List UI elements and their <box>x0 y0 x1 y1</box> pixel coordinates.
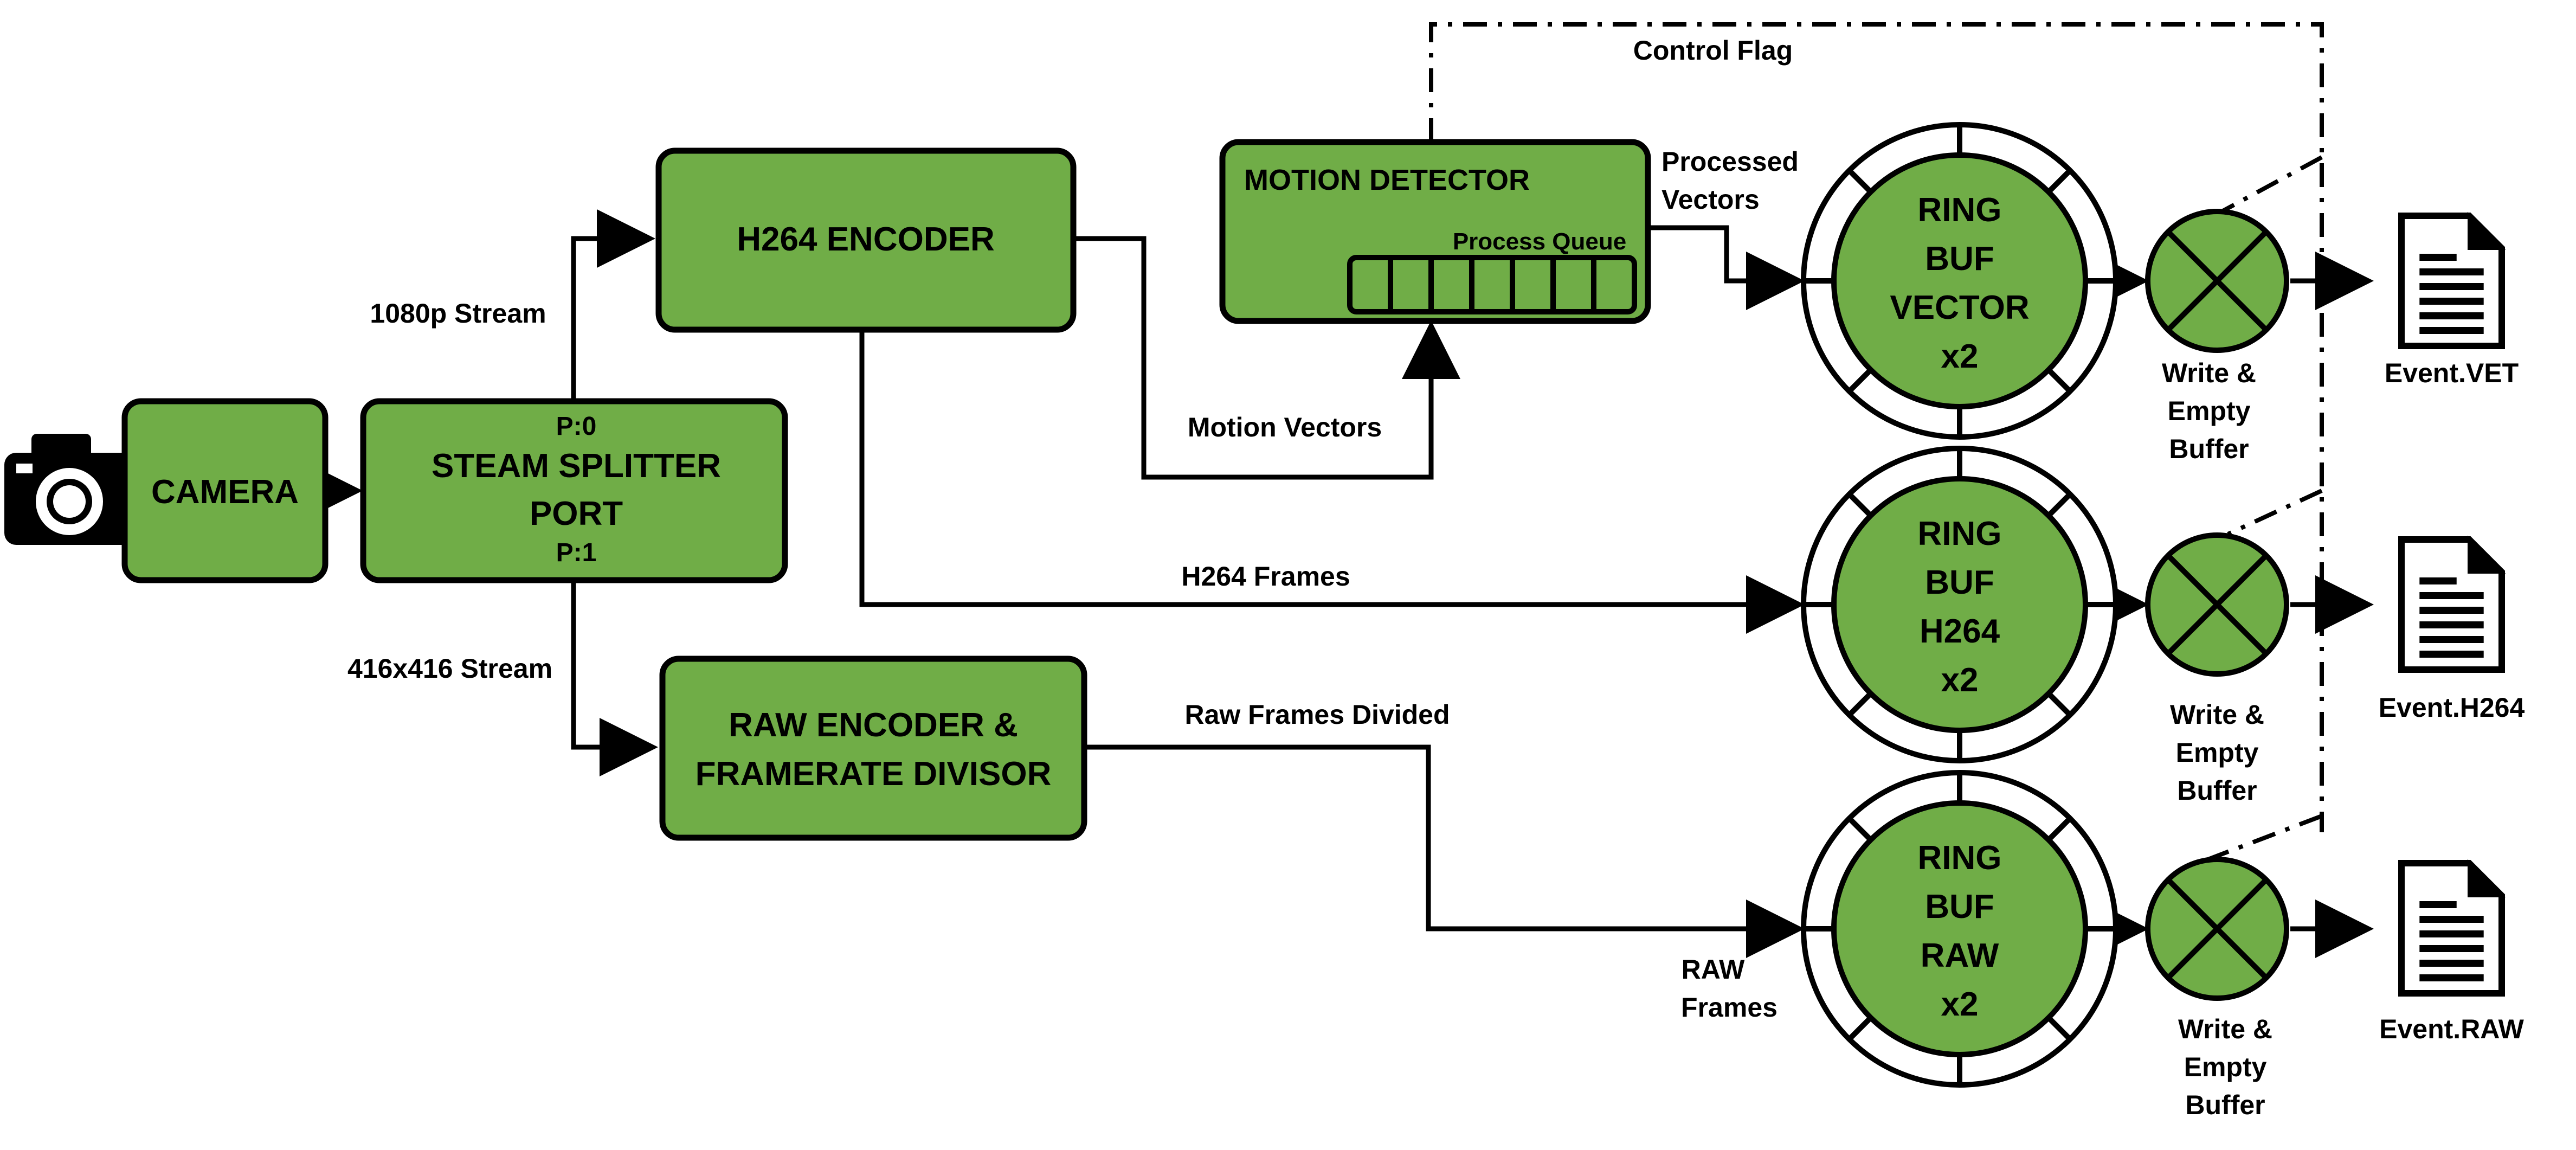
control-flag-line-top <box>1429 22 2324 832</box>
label-processed-vectors-line2: Vectors <box>1661 184 1760 215</box>
write-empty-label: Write & <box>2162 358 2256 388</box>
write-cross-line <box>2166 877 2269 980</box>
ring-buffer-text: H264 <box>1920 613 2000 650</box>
camera-label: CAMERA <box>151 473 299 511</box>
splitter-title-line1: STEAM SPLITTER <box>432 447 721 485</box>
label-416-stream: 416x416 Stream <box>347 653 552 684</box>
motion-detector-title: MOTION DETECTOR <box>1244 164 1530 196</box>
ring-segment-divider <box>2046 168 2072 194</box>
ring-buffer-text: x2 <box>1941 338 1979 375</box>
edge-motion-vectors <box>1071 236 1460 480</box>
splitter-title-line2: PORT <box>530 495 623 532</box>
process-queue <box>1347 255 1637 314</box>
label-raw-frames-divided: Raw Frames Divided <box>1184 699 1450 730</box>
write-empty-label: Buffer <box>2185 1090 2265 1120</box>
control-flag-label: Control Flag <box>1633 35 1793 66</box>
ring-buffer-text: BUF <box>1925 240 1994 278</box>
edge-splitter-h264 <box>571 209 655 401</box>
ring-buffer-text: BUF <box>1925 564 1994 601</box>
edge-raw-frames <box>1081 744 1805 958</box>
write-empty-label: Write & <box>2170 699 2264 730</box>
control-flag-lines <box>1429 22 2324 864</box>
write-empty-label: Buffer <box>2177 775 2257 806</box>
write-empty-label: Empty <box>2184 1052 2267 1082</box>
ring-buffer-text: BUF <box>1925 888 1994 926</box>
camera-icon <box>4 434 136 545</box>
ring-segment-divider <box>2046 492 2072 518</box>
ring-buffer-text: RING <box>1918 839 2002 877</box>
ring-buffer-0: RING BUF VECTOR x2 <box>1801 122 2118 440</box>
write-empty-label: Write & <box>2178 1014 2272 1044</box>
ring-buffer-text: RAW <box>1921 937 1999 974</box>
write-empty-label: Buffer <box>2169 434 2249 464</box>
output-file-label: Event.RAW <box>2379 1014 2525 1044</box>
h264-encoder-box: H264 ENCODER <box>655 147 1077 333</box>
ring-buffer-text: VECTOR <box>1890 289 2029 326</box>
control-flag-branch-h264 <box>2227 489 2323 536</box>
ring-segment-divider <box>1847 816 1873 842</box>
label-raw-frames-line2: Frames <box>1681 992 1778 1023</box>
ring-segment-divider <box>1847 1016 1873 1042</box>
h264-encoder-label: H264 ENCODER <box>737 221 994 258</box>
edge-splitter-raw <box>571 580 658 776</box>
label-h264-frames: H264 Frames <box>1181 561 1350 592</box>
camera-box: CAMERA <box>121 398 329 583</box>
ring-buffer-text: x2 <box>1941 986 1979 1023</box>
write-cross-line <box>2166 553 2269 656</box>
edge-processed-vectors <box>1645 225 1805 310</box>
edge-h264-frames <box>859 331 1805 634</box>
connectors <box>304 209 2374 958</box>
ring-segment-divider <box>1847 368 1873 394</box>
ring-segment-divider <box>2046 1016 2072 1042</box>
ring-segment-divider <box>2046 691 2072 717</box>
ring-buffer-2: RING BUF RAW x2 <box>1801 770 2118 1088</box>
ring-segment-divider <box>1847 691 1873 717</box>
splitter-port1-label: P:1 <box>556 538 597 567</box>
label-motion-vectors: Motion Vectors <box>1188 412 1382 442</box>
control-flag-branch-raw <box>2200 814 2323 864</box>
document-icon <box>2398 859 2506 997</box>
output-file-label: Event.H264 <box>2379 692 2525 723</box>
raw-encoder-line2: FRAMERATE DIVISOR <box>695 755 1052 793</box>
ring-segment-divider <box>2046 368 2072 394</box>
ring-segment-divider <box>2046 816 2072 842</box>
write-empty-label: Empty <box>2168 396 2251 426</box>
ring-buffer-1: RING BUF H264 x2 <box>1801 446 2118 763</box>
write-cross-line <box>2166 229 2269 332</box>
splitter-box: P:0 STEAM SPLITTER PORT P:1 <box>360 398 788 583</box>
process-queue-label: Process Queue <box>1453 228 1626 255</box>
label-1080p-stream: 1080p Stream <box>370 298 546 329</box>
document-icon <box>2398 211 2506 349</box>
document-icon <box>2398 535 2506 673</box>
raw-encoder-line1: RAW ENCODER & <box>729 706 1018 744</box>
ring-buffer-text: x2 <box>1941 661 1979 699</box>
output-file-label: Event.VET <box>2385 358 2519 388</box>
raw-encoder-box: RAW ENCODER & FRAMERATE DIVISOR <box>659 656 1087 841</box>
splitter-port0-label: P:0 <box>556 412 597 441</box>
motion-detector-box: MOTION DETECTOR Process Queue <box>1219 139 1651 324</box>
ring-buffer-text: RING <box>1918 515 2002 552</box>
ring-segment-divider <box>1847 168 1873 194</box>
label-processed-vectors-line1: Processed <box>1661 146 1799 177</box>
label-raw-frames-line1: RAW <box>1682 954 1745 985</box>
write-empty-label: Empty <box>2176 737 2259 768</box>
ring-buffer-text: RING <box>1918 191 2002 229</box>
control-flag-branch-vector <box>2219 155 2323 215</box>
ring-segment-divider <box>1847 492 1873 518</box>
